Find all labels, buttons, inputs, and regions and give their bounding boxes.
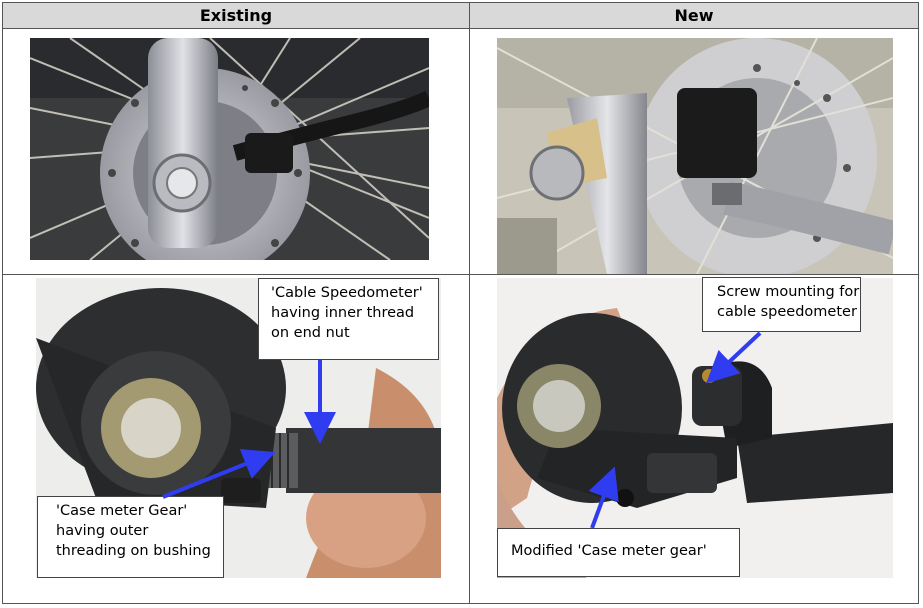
callout-line: having outer xyxy=(56,523,149,539)
photo-existing-wheel xyxy=(30,38,429,260)
header-new: New xyxy=(469,2,919,29)
callout-screw-mounting: Screw mounting for cable speedometer xyxy=(702,277,861,332)
callout-case-meter-gear: 'Case meter Gear' having outer threading… xyxy=(37,496,224,578)
callout-line: having inner thread xyxy=(271,305,415,321)
callout-line: Screw mounting for xyxy=(717,284,860,300)
callout-line: on end nut xyxy=(271,325,350,341)
header-existing: Existing xyxy=(2,2,470,29)
callout-line: cable speedometer xyxy=(717,304,857,320)
callout-cable-speedometer: 'Cable Speedometer' having inner thread … xyxy=(258,278,439,360)
callout-line: threading on bushing xyxy=(56,543,211,559)
callout-modified-case-meter-gear: Modified 'Case meter gear' xyxy=(497,528,740,577)
callout-line: 'Case meter Gear' xyxy=(56,503,188,519)
callout-line: Modified 'Case meter gear' xyxy=(511,543,707,559)
callout-line: 'Cable Speedometer' xyxy=(271,285,423,301)
photo-new-wheel xyxy=(497,38,893,274)
